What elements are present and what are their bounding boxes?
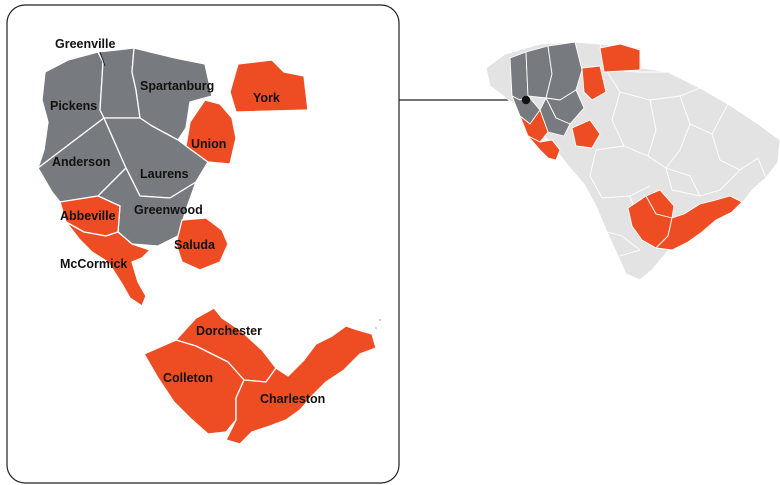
- label-abbeville: Abbeville: [60, 209, 116, 223]
- state-overview-map: [485, 41, 780, 281]
- label-laurens: Laurens: [140, 167, 189, 181]
- inset-upstate-group: [37, 47, 309, 307]
- island-speck: [378, 318, 382, 322]
- label-anderson: Anderson: [52, 155, 110, 169]
- county-colleton[interactable]: [143, 339, 245, 435]
- county-york[interactable]: [229, 59, 309, 113]
- state-county-saluda: [571, 119, 601, 149]
- label-charleston: Charleston: [260, 392, 325, 406]
- county-union[interactable]: [185, 99, 237, 165]
- county-mccormick[interactable]: [65, 221, 151, 307]
- label-pickens: Pickens: [50, 99, 97, 113]
- state-county-mccormick: [527, 135, 561, 161]
- label-saluda: Saluda: [174, 238, 216, 252]
- inset-lowcountry-group: [143, 307, 382, 445]
- island-speck: [375, 327, 377, 329]
- label-spartanburg: Spartanburg: [140, 79, 214, 93]
- county-charleston[interactable]: [225, 325, 377, 445]
- state-county-union: [581, 65, 607, 101]
- label-greenville: Greenville: [55, 37, 115, 51]
- label-colleton: Colleton: [163, 371, 213, 385]
- state-county-york: [599, 43, 641, 73]
- label-union: Union: [191, 137, 226, 151]
- label-dorchester: Dorchester: [196, 324, 262, 338]
- state-county-pickens: [509, 51, 529, 101]
- location-marker: [521, 95, 531, 105]
- label-greenwood: Greenwood: [134, 203, 203, 217]
- label-mccormick: McCormick: [60, 257, 127, 271]
- state-county-charleston: [655, 195, 743, 251]
- county-spartanburg[interactable]: [131, 47, 213, 141]
- inset-labels: Greenville Pickens Spartanburg York Ande…: [50, 37, 325, 406]
- label-york: York: [253, 91, 280, 105]
- greenville-leader-line: [99, 51, 106, 67]
- county-saluda[interactable]: [175, 217, 229, 271]
